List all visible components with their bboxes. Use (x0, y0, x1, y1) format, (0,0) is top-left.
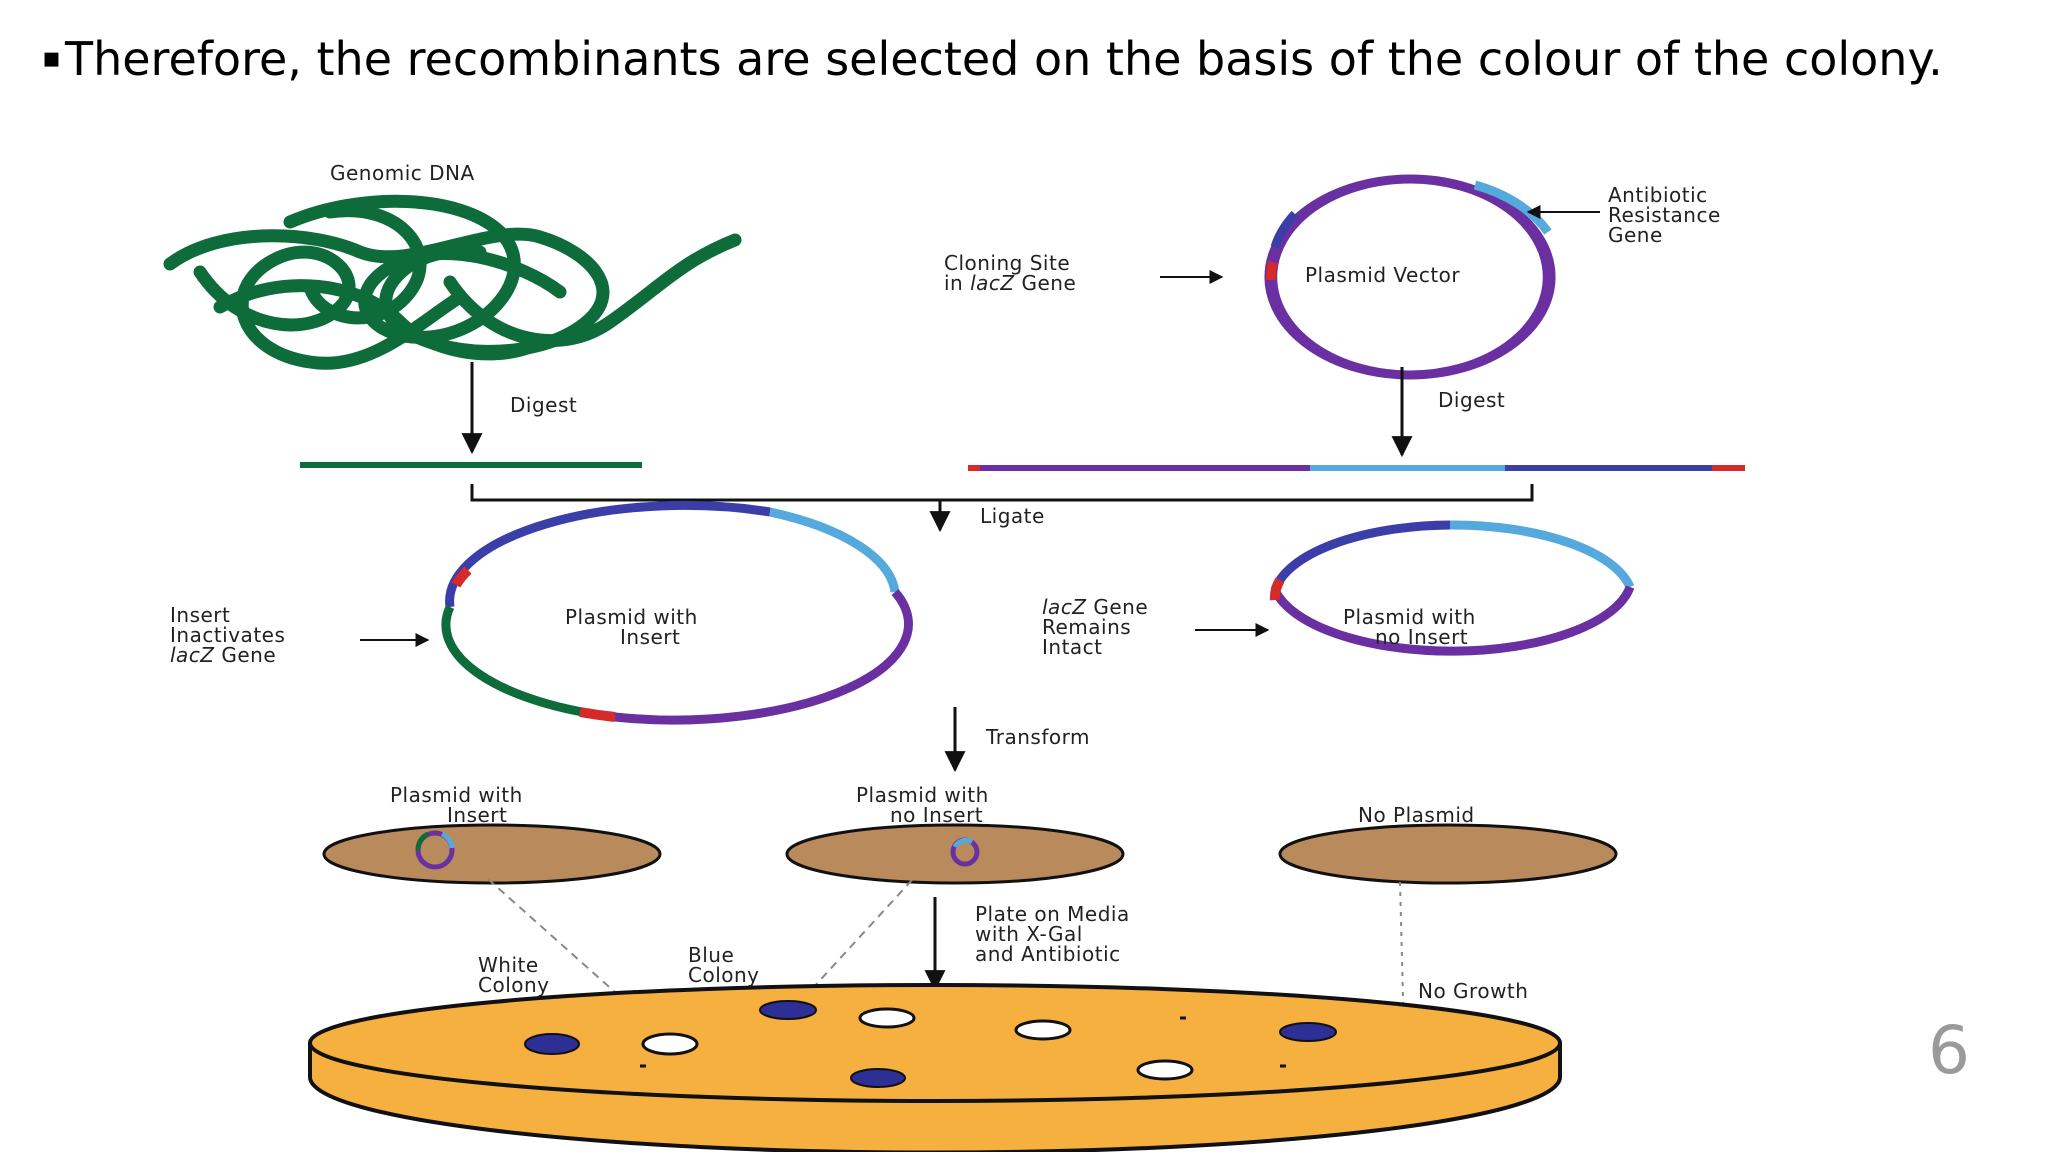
dish1-label-line2: Insert (447, 803, 507, 827)
blue-colony-label-line2: Colony (688, 963, 760, 987)
plasmid-with-insert-label-line1: Plasmid with (565, 605, 698, 629)
resistance-gene-arc (1473, 180, 1552, 235)
dish3-label: No Plasmid (1358, 803, 1475, 827)
dish2-label-line2: no Insert (890, 803, 983, 827)
dash-white-colony (487, 878, 663, 1035)
insert-plasmid-blue-arc (769, 507, 900, 593)
diagram-svg: Genomic DNA Digest Digest Cloning Site i… (160, 122, 1800, 1152)
bullet-icon: ▪ (42, 41, 61, 74)
dish2-label-line1: Plasmid with (856, 783, 989, 807)
no-growth-label: No Growth (1418, 979, 1528, 1003)
blue-colony-label-line1: Blue (688, 943, 734, 967)
white-colony (858, 1007, 916, 1029)
plate-label-line1: Plate on Media (975, 902, 1130, 926)
slide-bullet-text: ▪Therefore, the recombinants are selecte… (42, 22, 1943, 95)
insert-plasmid-green-arc (441, 605, 616, 722)
slide-page-number: 6 (1928, 1012, 1970, 1089)
antibiotic-label-line1: Antibiotic (1608, 183, 1708, 207)
ligate-label: Ligate (980, 504, 1045, 528)
plasmid-no-insert-label-line2: no Insert (1375, 625, 1468, 649)
blue-colony (524, 1033, 580, 1055)
insert-junction-red-bottom (579, 707, 616, 722)
insert-label-line2: Inactivates (170, 623, 285, 647)
blue-colony (759, 1000, 817, 1020)
digest-right-label: Digest (1438, 388, 1505, 412)
transform-label: Transform (985, 725, 1090, 749)
white-colony (1014, 1019, 1072, 1041)
plasmid-no-insert-label-line1: Plasmid with (1343, 605, 1476, 629)
plate-label-line2: with X-Gal (975, 922, 1083, 946)
cloning-site-label-line2: in lacZ Gene (944, 271, 1076, 295)
noinsert-plasmid-purple-arc (1270, 585, 1635, 656)
dish-plasmid-with-insert (322, 823, 662, 885)
blue-colony (1279, 1022, 1337, 1042)
lacz-remains-label-line3: Intact (1042, 635, 1103, 659)
insert-label-line1: Insert (170, 603, 230, 627)
ligate-bracket (470, 484, 1534, 502)
noinsert-plasmid-navy-arc (1270, 520, 1451, 592)
slide-statement: Therefore, the recombinants are selected… (64, 32, 1943, 86)
dish1-label-line1: Plasmid with (390, 783, 523, 807)
noinsert-plasmid-blue-arc (1449, 520, 1635, 589)
digest-left-label: Digest (510, 393, 577, 417)
genomic-dna-tangle (163, 194, 742, 370)
blue-colony (850, 1068, 906, 1088)
mini-plasmid-insert-green (415, 831, 430, 851)
insert-label-line3: lacZ Gene (170, 643, 276, 667)
white-colony (1136, 1059, 1194, 1081)
white-colony-label-line2: Colony (478, 973, 550, 997)
cloning-site-mark (1266, 260, 1278, 281)
plasmid-vector-label: Plasmid Vector (1305, 263, 1460, 287)
lacz-remains-label-line1: lacZ Gene (1042, 595, 1148, 619)
blue-white-screening-diagram: Genomic DNA Digest Digest Cloning Site i… (160, 122, 1800, 1152)
insert-junction-red-top (451, 566, 472, 588)
white-colony-label-line1: White (478, 953, 539, 977)
agar-plate-top (308, 983, 1562, 1103)
figure-panel (160, 122, 1800, 1152)
plate-label-line3: and Antibiotic (975, 942, 1121, 966)
mini-plasmid-noinsert-blue (952, 837, 974, 849)
noinsert-cloning-site-mark (1269, 577, 1285, 601)
mini-plasmid-insert-blue (440, 831, 455, 849)
vector-lacz-arc (1270, 210, 1299, 249)
dish-no-plasmid (1278, 823, 1618, 885)
insert-plasmid-purple-arc (614, 589, 913, 725)
antibiotic-label-line3: Gene (1608, 223, 1663, 247)
white-colony (641, 1032, 699, 1056)
plasmid-with-insert-label-line2: Insert (620, 625, 680, 649)
cloning-site-label-line1: Cloning Site (944, 251, 1070, 275)
genomic-dna-label: Genomic DNA (330, 161, 475, 185)
antibiotic-label-line2: Resistance (1608, 203, 1721, 227)
lacz-remains-label-line2: Remains (1042, 615, 1131, 639)
